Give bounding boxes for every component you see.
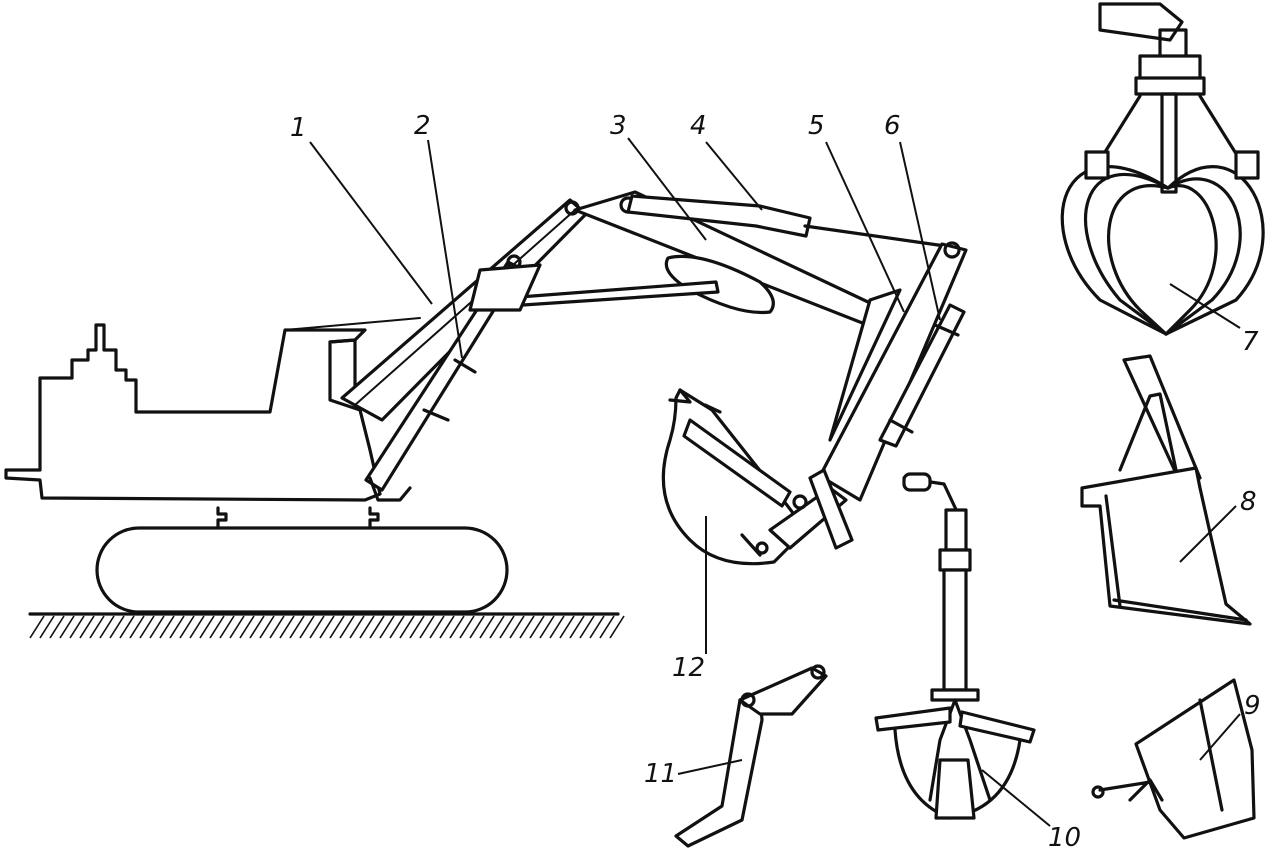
ground-hatch-line [79,615,95,639]
label-4: 4 [690,111,707,141]
ground-hatch-line [379,615,395,639]
ground-hatch-line [499,615,515,639]
ground-hatch-line [189,615,205,639]
label-5: 5 [808,111,825,141]
ground-hatch-line [349,615,365,639]
ground-hatch-line [589,615,605,639]
ground-hatch-line [109,615,125,639]
ground-hatch-line [409,615,425,639]
label-8: 8 [1240,487,1257,517]
label-1: 1 [290,113,307,143]
ground [28,612,625,639]
label-6: 6 [884,111,901,141]
ground-hatch-line [99,615,115,639]
small-bucket [1091,678,1256,840]
ground-hatch-line [269,615,285,639]
ground-hatch-line [159,615,175,639]
clamshell-grab [874,472,1036,820]
ground-hatch-line [299,615,315,639]
ground-hatch-line [29,615,45,639]
ground-hatch-line [169,615,185,639]
ground-hatch-line [249,615,265,639]
ground-hatch-line [259,615,275,639]
crawler-track [95,506,509,614]
ground-hatch-line [289,615,305,639]
ground-hatch-line [319,615,335,639]
ground-hatch-line [479,615,495,639]
orange-peel-grab [1060,2,1265,336]
ground-hatch-line [399,615,415,639]
ground-hatch-line [209,615,225,639]
ground-hatch-line [579,615,595,639]
ripper-tooth [674,664,828,848]
ground-hatch-line [569,615,585,639]
ground-hatch-line [359,615,375,639]
ground-hatch-line [199,615,215,639]
ground-hatch-line [119,615,135,639]
label-3: 3 [610,111,627,141]
ground-hatch-line [559,615,575,639]
label-7: 7 [1242,327,1259,357]
ground-hatch-line [599,615,615,639]
ground-hatch-line [39,615,55,639]
ground-hatch-line [49,615,65,639]
backhoe-bucket [661,388,854,566]
machine-body [4,317,421,502]
ground-hatch-line [129,615,145,639]
ground-hatch-line [489,615,505,639]
ground-hatch-line [219,615,235,639]
ground-hatch-line [139,615,155,639]
label-12: 12 [672,653,705,683]
ground-hatch-line [229,615,245,639]
ground-hatch-line [279,615,295,639]
ground-hatch-line [339,615,355,639]
dipper-arm [818,241,968,502]
ground-hatch-line [239,615,255,639]
ground-hatch-line [59,615,75,639]
front-shovel-bucket [1080,354,1252,626]
label-10: 10 [1048,823,1081,851]
ground-hatch-line [519,615,535,639]
ground-hatch-line [509,615,525,639]
label-2: 2 [414,111,431,141]
leader-lines [309,137,1241,827]
ground-hatch-line [329,615,345,639]
callout-labels: 1 2 3 4 5 6 7 8 9 10 11 12 [290,111,1261,851]
ground-hatch-line [449,615,465,639]
ground-hatch-line [69,615,85,639]
ground-hatch-line [439,615,455,639]
ground-hatch-line [429,615,445,639]
ground-hatch-line [609,615,625,639]
ground-hatch-line [539,615,555,639]
ground-hatch-line [149,615,165,639]
ground-hatch-line [179,615,195,639]
label-11: 11 [644,759,677,789]
label-9: 9 [1244,691,1261,721]
ground-hatch-line [529,615,545,639]
ground-hatch-line [549,615,565,639]
ground-hatch-line [89,615,105,639]
ground-hatch-line [459,615,475,639]
ground-hatch-line [309,615,325,639]
ground-hatch-line [419,615,435,639]
bucket-cylinder [878,303,966,448]
ground-hatch-line [469,615,485,639]
ground-hatch-line [389,615,405,639]
ground-hatch-line [369,615,385,639]
